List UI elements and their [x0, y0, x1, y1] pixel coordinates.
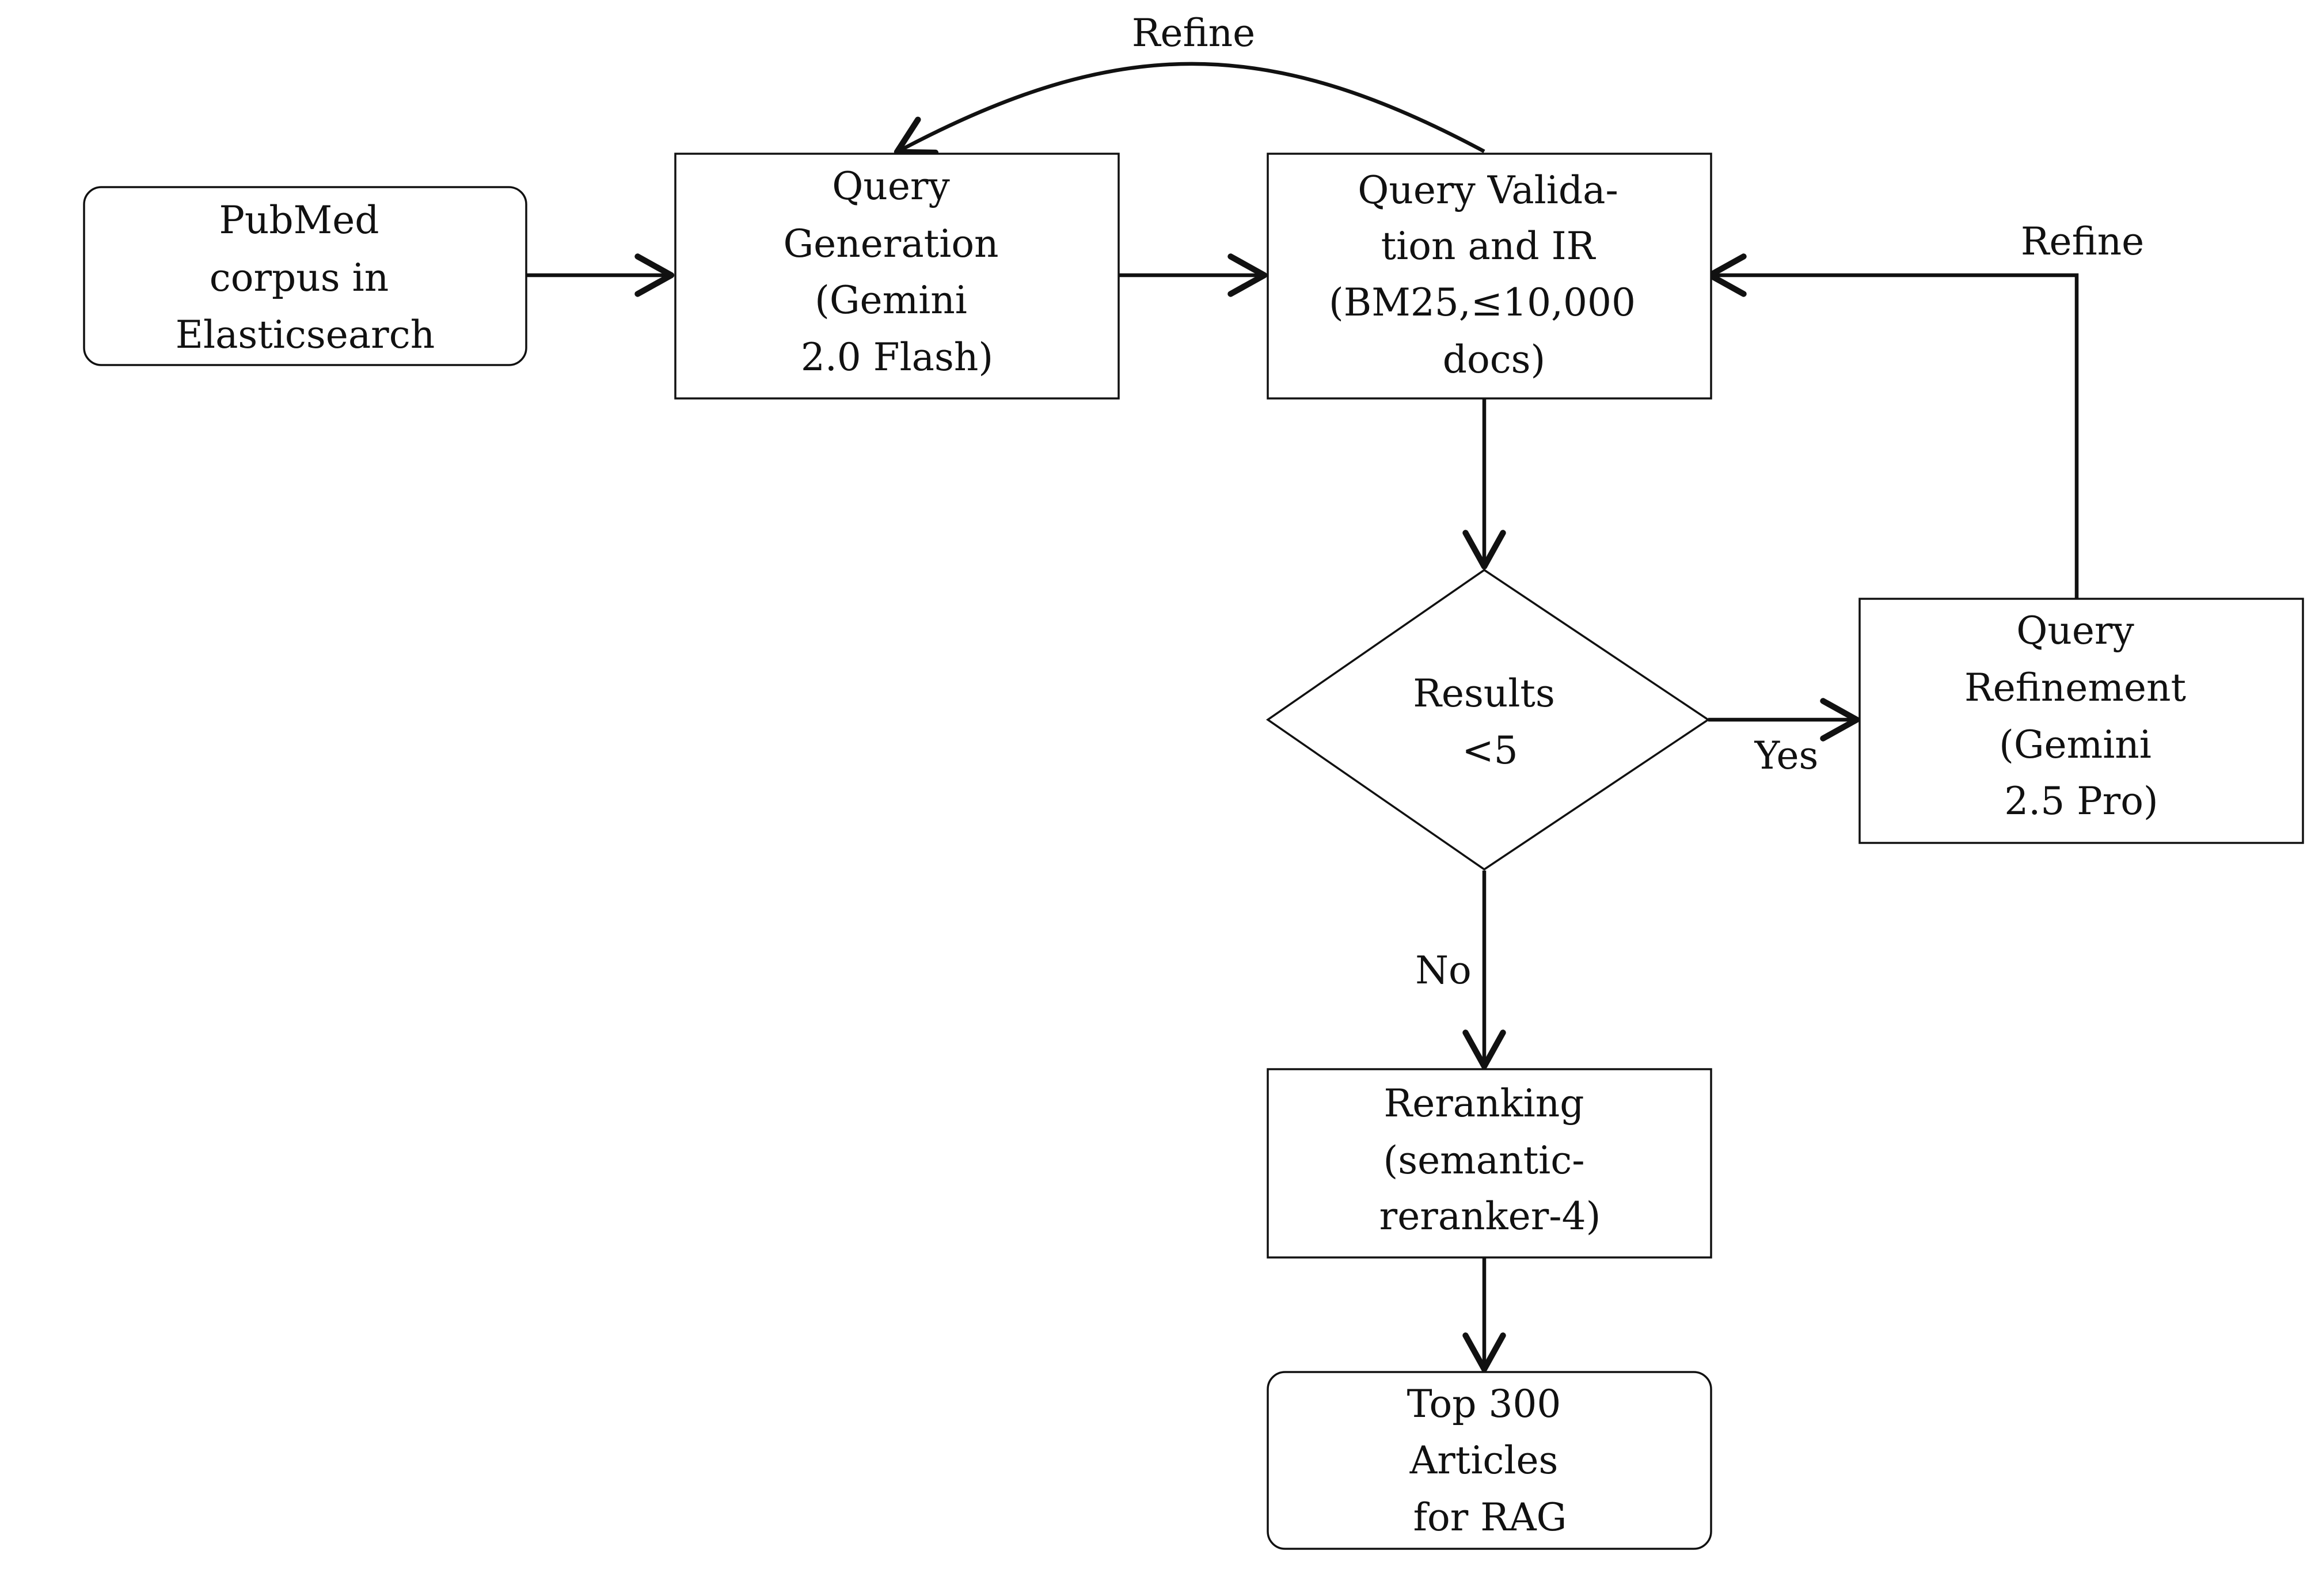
svg-text:Top 300 Articles f: Top 300 Articles for RAG: [1407, 1382, 1573, 1540]
query-refinement-line-4: 2.5 Pro): [2004, 779, 2158, 823]
top-articles-line-1: Top 300: [1407, 1382, 1561, 1426]
svg-text:Query Refinement (: Query Refinement (Gemini 2.5 Pro): [1964, 609, 2198, 823]
reranking-line-2: (semantic-: [1383, 1138, 1585, 1183]
top-articles-line-3: for RAG: [1413, 1495, 1567, 1540]
query-refinement-box: [1858, 598, 2304, 844]
svg-text:Reranking (semantic-: Reranking (semantic- reranker-4): [1379, 1081, 1601, 1238]
query-refinement-line-3: (Gemini: [1999, 723, 2152, 767]
results-decision-diamond: [1265, 568, 1711, 871]
query-validation-line-3: (BM25,≤10,000: [1329, 280, 1636, 325]
pubmed-line-2: corpus in: [210, 256, 389, 300]
svg-text:Query Generation (: Query Generation (Gemini 2.0 Flash): [783, 164, 1010, 379]
query-validation-node: Query Valida- tion and IR (BM25,≤10,000 …: [1267, 153, 1712, 400]
refine-right-label: Refine: [2021, 219, 2144, 264]
query-validation-line-4: docs): [1443, 337, 1546, 382]
query-generation-box: [674, 153, 1120, 400]
reranking-line-3: reranker-4): [1379, 1194, 1601, 1238]
edges: [526, 62, 2079, 1373]
reranking-box: [1267, 1068, 1712, 1259]
query-validation-line-1: Query Valida-: [1358, 168, 1618, 212]
results-decision-line-2: <5: [1462, 728, 1518, 773]
query-refinement-node: Query Refinement (Gemini 2.5 Pro): [1858, 598, 2304, 844]
edge-query-validation-refine-to-query-generation: [894, 62, 1485, 156]
query-refinement-line-2: Refinement: [1964, 666, 2186, 710]
svg-text:Query Valida- tion and I: Query Valida- tion and IR (BM25,≤10,000 …: [1329, 168, 1648, 382]
query-refinement-line-1: Query: [2016, 609, 2134, 653]
svg-text:Results <5: Results <5: [1413, 671, 1567, 773]
edge-query-refinement-refine-to-query-validation: [1706, 253, 2079, 599]
query-generation-node: Query Generation (Gemini 2.0 Flash): [674, 153, 1120, 400]
top-articles-node: Top 300 Articles for RAG: [1267, 1371, 1712, 1550]
query-generation-line-1: Query: [832, 164, 950, 208]
query-validation-line-2: tion and IR: [1381, 224, 1597, 268]
query-generation-line-2: Generation: [783, 222, 998, 266]
pubmed-line-3: Elasticsearch: [176, 313, 435, 357]
svg-text:PubMed corpus in E: PubMed corpus in Elasticsearch: [176, 198, 435, 357]
results-decision-line-1: Results: [1413, 671, 1555, 716]
top-articles-line-2: Articles: [1409, 1438, 1559, 1483]
pubmed-box: [83, 186, 527, 366]
query-validation-box: [1267, 153, 1712, 400]
yes-label: Yes: [1754, 734, 1819, 778]
query-generation-line-3: (Gemini: [815, 278, 967, 322]
edge-labels: Refine Refine Yes No: [1132, 11, 2144, 993]
refine-top-label: Refine: [1132, 11, 1255, 55]
results-decision-node: Results <5: [1265, 568, 1711, 871]
no-label: No: [1415, 948, 1472, 993]
reranking-node: Reranking (semantic- reranker-4): [1267, 1068, 1712, 1259]
pubmed-line-1: PubMed: [219, 198, 379, 242]
pubmed-node: PubMed corpus in Elasticsearch: [83, 186, 527, 366]
query-generation-line-4: 2.0 Flash): [801, 335, 993, 379]
top-articles-box: [1267, 1371, 1712, 1550]
reranking-line-1: Reranking: [1384, 1081, 1584, 1126]
